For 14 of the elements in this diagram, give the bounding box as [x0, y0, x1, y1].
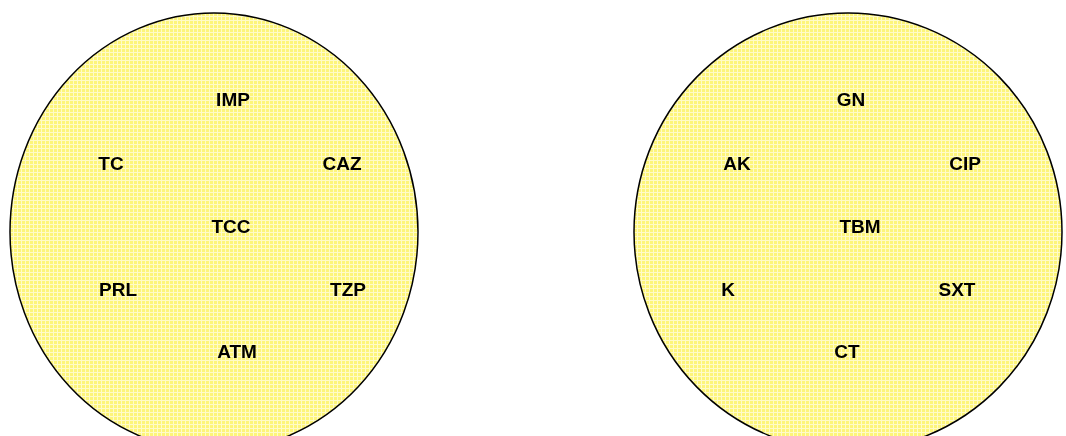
antibiotic-label: SXT — [938, 279, 976, 301]
antibiotic-label: TZP — [330, 279, 366, 301]
antibiotic-label: TC — [98, 153, 124, 175]
antibiotic-label: TCC — [211, 216, 251, 238]
antibiotic-label: TBM — [839, 216, 881, 238]
antibiotic-label: PRL — [99, 279, 137, 301]
antibiotic-label: K — [721, 279, 735, 301]
antibiotic-label: GN — [836, 89, 866, 111]
antibiotic-label: AK — [723, 153, 751, 175]
antibiotic-label: CAZ — [322, 153, 362, 175]
antibiotic-label: CIP — [949, 153, 981, 175]
antibiotic-label: ATM — [217, 341, 257, 363]
antibiotic-label: IMP — [216, 89, 250, 111]
antibiotic-label: CT — [834, 341, 860, 363]
